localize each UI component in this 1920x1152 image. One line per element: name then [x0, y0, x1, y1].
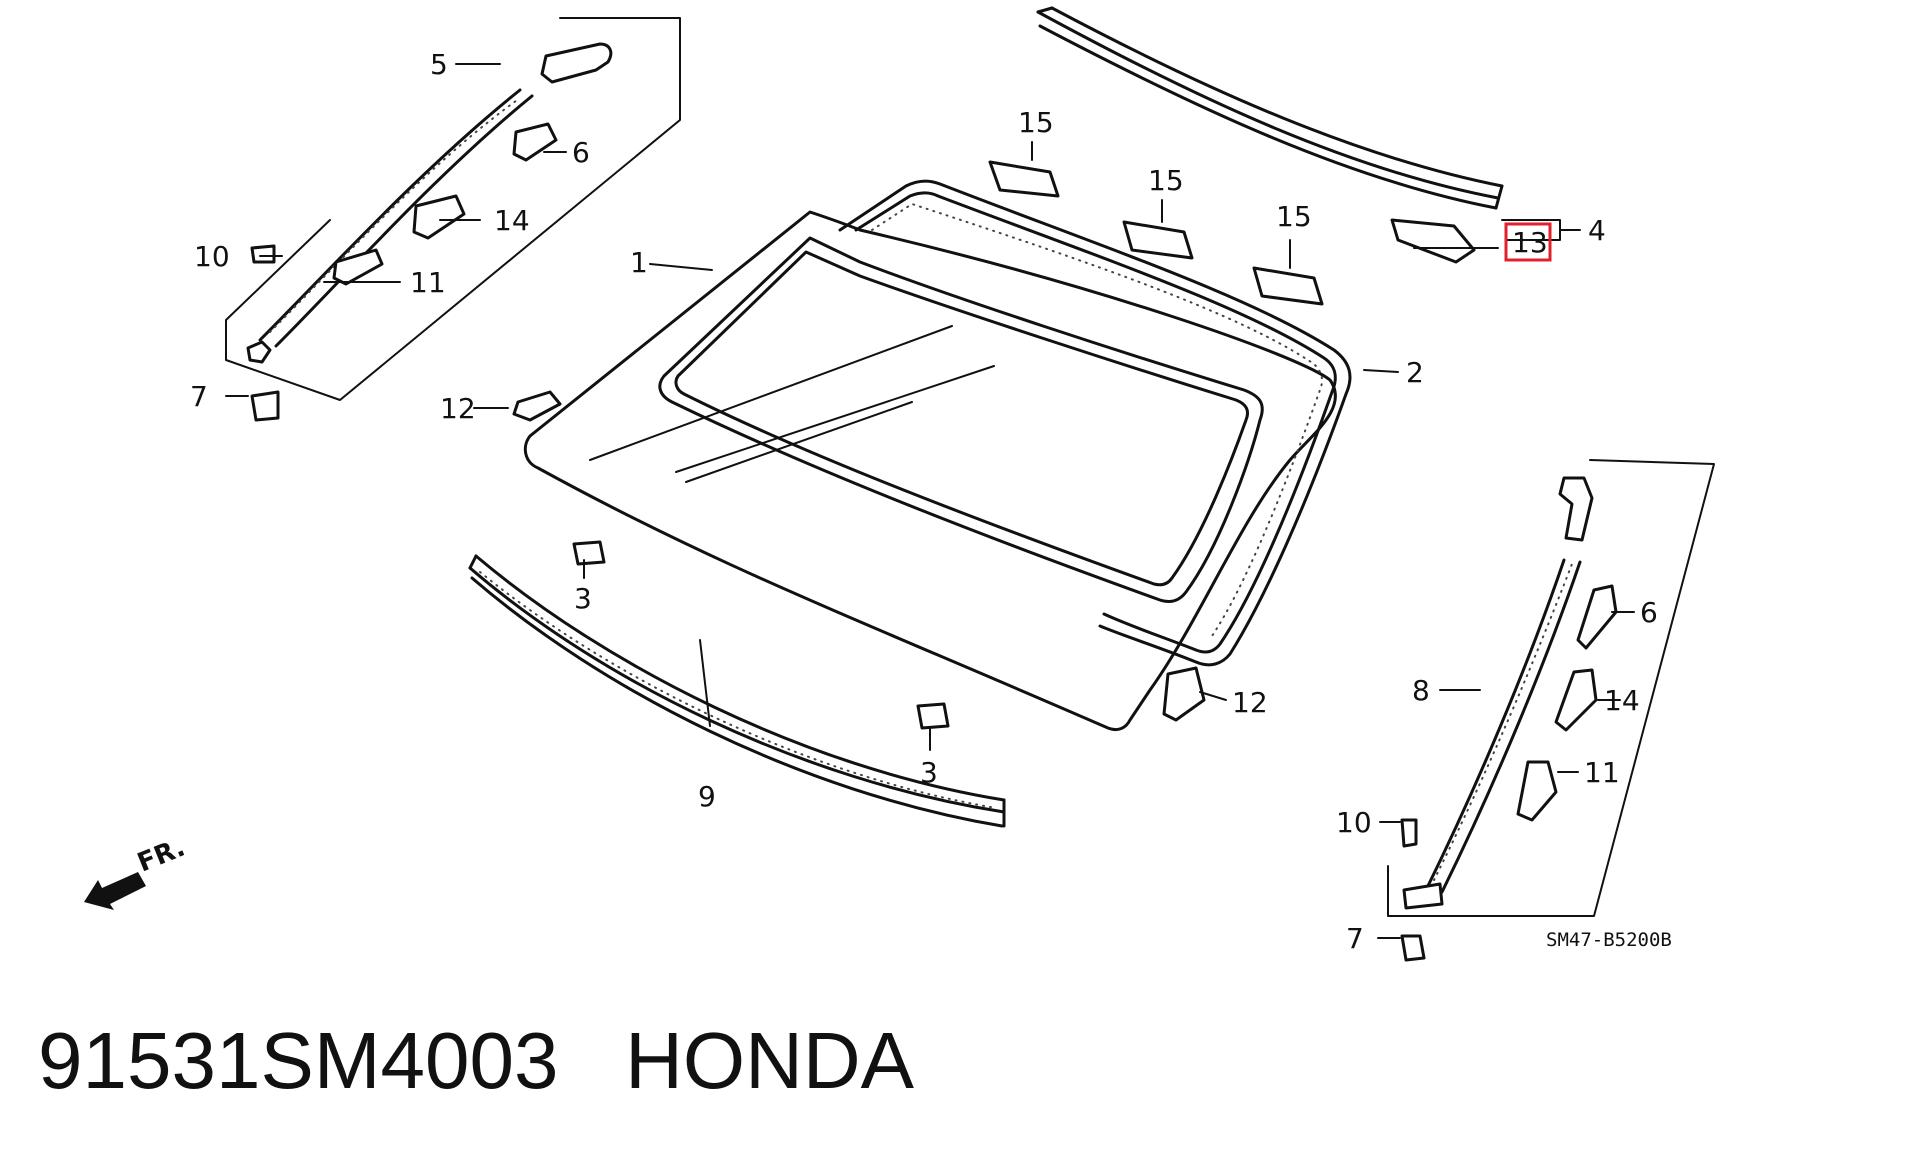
callout-7a: 7 — [190, 380, 208, 413]
callout-12a: 12 — [440, 392, 476, 425]
right-molding-assembly — [1387, 459, 1715, 962]
front-marker-label: FR. — [133, 833, 189, 879]
callout-15b: 15 — [1148, 164, 1184, 197]
windshield-dam-seal — [838, 179, 1352, 667]
callout-13-highlighted: 13 — [1512, 226, 1548, 259]
windshield-glass — [523, 210, 1337, 732]
callout-12b: 12 — [1232, 686, 1268, 719]
callout-11b: 11 — [1584, 756, 1620, 789]
callout-10a: 10 — [194, 240, 230, 273]
callout-9: 9 — [698, 780, 716, 813]
callout-10b: 10 — [1336, 806, 1372, 839]
callout-6a: 6 — [572, 136, 590, 169]
callout-6b: 6 — [1640, 596, 1658, 629]
leader-lines — [225, 63, 1635, 939]
callout-15c: 15 — [1276, 200, 1312, 233]
callout-14a: 14 — [494, 204, 530, 237]
callout-14b: 14 — [1604, 684, 1640, 717]
callout-3b: 3 — [920, 756, 938, 789]
highlight-box — [1504, 222, 1552, 262]
callout-3a: 3 — [574, 582, 592, 615]
loose-clips — [512, 160, 1476, 730]
callout-4: 4 — [1588, 214, 1606, 247]
front-arrow-icon — [84, 872, 146, 910]
front-direction-marker: FR. — [84, 833, 189, 910]
part-number-caption: 91531SM4003 HONDA — [38, 1015, 914, 1107]
callout-7b: 7 — [1346, 922, 1364, 955]
callout-2: 2 — [1406, 356, 1424, 389]
brand-name: HONDA — [625, 1016, 915, 1105]
callout-8: 8 — [1412, 674, 1430, 707]
callout-5: 5 — [430, 48, 448, 81]
part-number: 91531SM4003 — [38, 1016, 559, 1105]
diagram-code: SM47-B5200B — [1546, 929, 1672, 951]
callouts: 1 2 3 3 4 5 6 6 7 7 8 9 10 10 11 11 12 1… — [190, 48, 1658, 955]
callout-11a: 11 — [410, 266, 446, 299]
left-molding-assembly — [225, 17, 681, 422]
callout-1: 1 — [630, 246, 648, 279]
callout-15a: 15 — [1018, 106, 1054, 139]
roof-molding-strip — [1036, 6, 1504, 210]
